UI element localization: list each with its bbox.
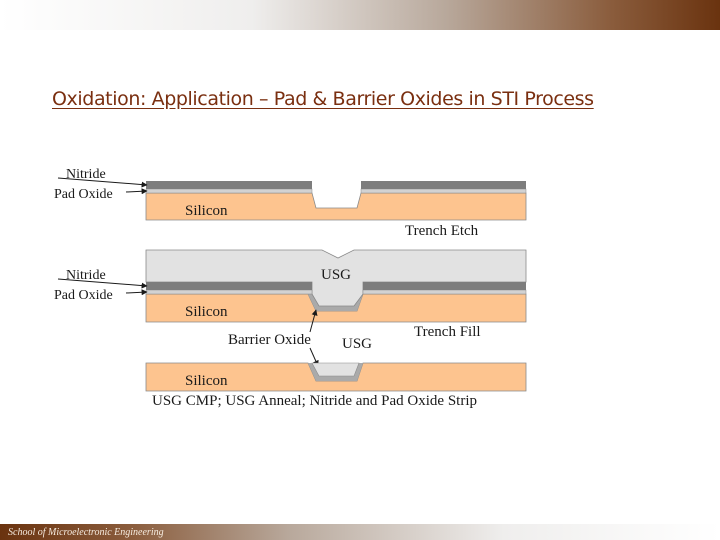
pad-oxide-layer (145, 289, 313, 295)
pad-oxide-pointer-arrow (125, 289, 148, 296)
step-trench-etch: Nitride Pad Oxide Silicon Trench Etch (54, 167, 527, 239)
usg-label: USG (321, 267, 351, 283)
pad-oxide-pointer-arrow (125, 188, 148, 195)
barrier-oxide-label: Barrier Oxide (228, 332, 311, 348)
usg-label: USG (342, 336, 372, 352)
nitride-label: Nitride (66, 268, 106, 283)
pad-oxide-layer (362, 289, 527, 295)
pad-oxide-layer (360, 188, 527, 194)
footer-institution: School of Microelectronic Engineering (8, 527, 164, 538)
top-gradient-band (0, 0, 720, 30)
step-caption-trench-etch: Trench Etch (405, 223, 479, 239)
bottom-gradient-band (0, 524, 720, 540)
nitride-layer (146, 181, 312, 189)
nitride-pointer-arrow (57, 278, 148, 289)
step-trench-fill: Nitride Pad Oxide USG Silicon Trench Fil… (54, 249, 527, 367)
barrier-oxide-liner (308, 294, 363, 311)
silicon-label: Silicon (185, 203, 228, 219)
step-cmp-strip: USG Silicon USG CMP; USG Anneal; Nitride… (145, 336, 527, 409)
step-caption-cmp-strip: USG CMP; USG Anneal; Nitride and Pad Oxi… (152, 393, 477, 409)
barrier-oxide-arrow-up (309, 309, 318, 333)
pad-oxide-label: Pad Oxide (54, 187, 113, 202)
silicon-label: Silicon (185, 373, 228, 389)
barrier-oxide-liner (308, 363, 363, 381)
slide-title: Oxidation: Application – Pad & Barrier O… (52, 88, 594, 110)
nitride-label: Nitride (66, 167, 106, 182)
nitride-layer (146, 282, 312, 290)
pad-oxide-layer (145, 188, 313, 194)
nitride-layer (361, 181, 526, 189)
nitride-pointer-arrow (57, 177, 148, 188)
silicon-label: Silicon (185, 304, 228, 320)
step-caption-trench-fill: Trench Fill (414, 324, 481, 340)
usg-fill-layer (311, 362, 360, 377)
nitride-layer (363, 282, 526, 290)
pad-oxide-label: Pad Oxide (54, 288, 113, 303)
